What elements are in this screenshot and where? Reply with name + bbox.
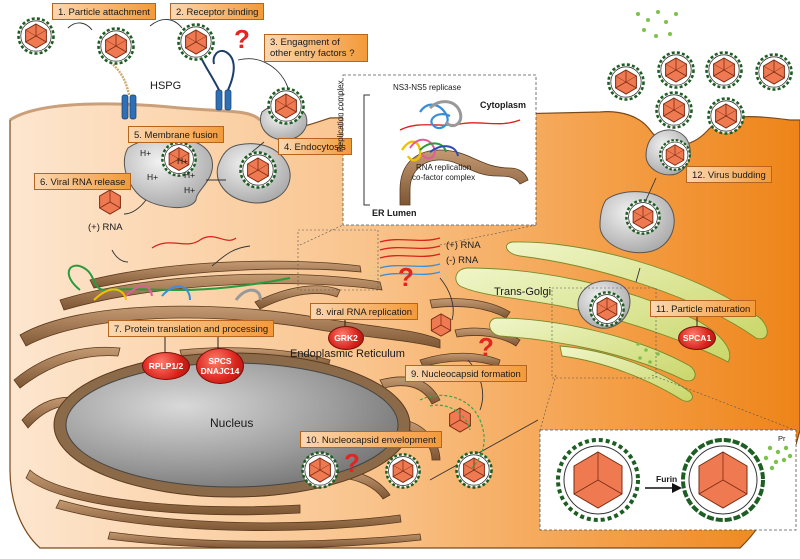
host-factor-rplp: RPLP1/2 <box>142 352 190 380</box>
replicase-label: NS3-NS5 replicase <box>393 83 462 92</box>
step-1-label: 1. Particle attachment <box>52 3 156 20</box>
step-7-label: 7. Protein translation and processing <box>108 320 275 337</box>
question-mark-replication: ? <box>398 262 414 292</box>
question-mark-nucleocapsid: ? <box>478 332 494 362</box>
pr-label: Pr <box>778 434 786 443</box>
proton-label-5: H+ <box>184 185 196 195</box>
step-10-label: 10. Nucleocapsid envelopment <box>300 431 442 448</box>
step-3-label: 3. Engagment of other entry factors ? <box>264 34 368 62</box>
cytoplasm-label: Cytoplasm <box>480 100 527 110</box>
step-12-label: 12. Virus budding <box>686 166 772 183</box>
replication-complex-label: Replication complex <box>336 80 345 152</box>
replication-inset <box>342 74 537 226</box>
hspg-label: HSPG <box>150 80 182 92</box>
inset-region-marker <box>297 229 379 291</box>
step-8-label: 8. viral RNA replication <box>310 303 419 320</box>
step-9-label: 9. Nucleocapsid formation <box>405 365 527 382</box>
proton-label-4: H+ <box>147 172 159 182</box>
proton-label-1: H+ <box>140 148 152 158</box>
nucleus-label: Nucleus <box>210 416 254 430</box>
host-factor-spca1: SPCA1 <box>678 326 716 350</box>
maturation-inset <box>539 429 797 531</box>
step-2-label: 2. Receptor binding <box>170 3 265 20</box>
step-4-label: 4. Endocytosis <box>278 138 352 155</box>
furin-label: Furin <box>656 474 678 484</box>
host-factor-grk2: GRK2 <box>328 326 364 350</box>
rna-strands <box>67 235 441 301</box>
step-11-label: 11. Particle maturation <box>650 300 757 317</box>
plasma-membrane <box>9 102 262 122</box>
envelope-mesh <box>419 394 485 471</box>
proton-label-2: H+ <box>177 156 189 166</box>
inset-connector <box>299 224 537 246</box>
step-5-label: 5. Membrane fusion <box>128 126 224 143</box>
pr-peptides <box>636 10 678 364</box>
host-factor-spcs: SPCS DNAJC14 <box>196 348 244 384</box>
maturation-zoom-marker <box>551 287 657 379</box>
er-label: Endoplasmic Reticulum <box>290 348 405 360</box>
positive-rna-label-entry: (+) RNA <box>88 222 123 233</box>
flow-arrows <box>67 19 657 481</box>
positive-rna-label: (+) RNA <box>446 240 481 251</box>
trans-golgi-label: Trans-Golgi <box>494 286 552 298</box>
er-lumen-label: ER Lumen <box>372 208 417 218</box>
step-6-label: 6. Viral RNA release <box>34 173 132 190</box>
negative-rna-label: (-) RNA <box>446 255 479 266</box>
zoom-connector <box>539 374 796 431</box>
question-mark-envelopment: ? <box>344 448 360 478</box>
question-mark-receptor: ? <box>234 24 250 54</box>
proton-label-3: H+ <box>184 170 196 180</box>
cofactor-label: RNA replication co-factor complex <box>412 163 476 182</box>
